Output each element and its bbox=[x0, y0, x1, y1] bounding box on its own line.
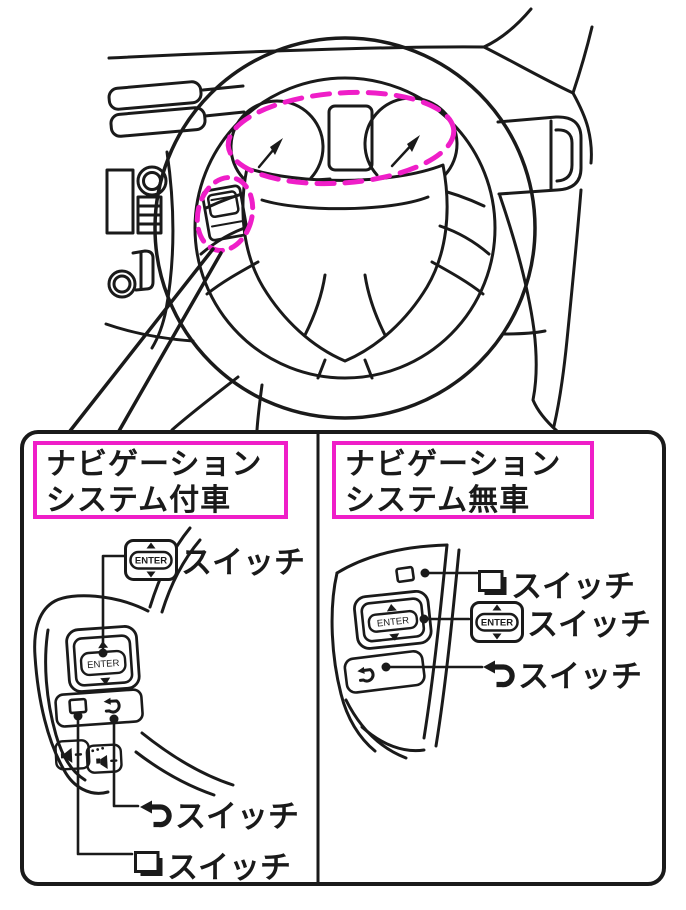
instrument-cluster-highlight bbox=[225, 89, 457, 187]
left-square-switch-label: スイッチ bbox=[134, 842, 291, 887]
pointer-wedge bbox=[68, 247, 223, 433]
left-back-switch-label: スイッチ bbox=[140, 791, 299, 836]
dashboard-line-art bbox=[104, 7, 594, 433]
callout-box bbox=[20, 430, 666, 886]
back-arrow-icon bbox=[483, 660, 515, 687]
svg-text:ENTER: ENTER bbox=[481, 617, 513, 628]
steering-switch-highlight bbox=[194, 175, 256, 253]
left-leader-lines bbox=[73, 554, 140, 856]
square-button-icon bbox=[478, 570, 507, 595]
right-square-switch-label: スイッチ bbox=[478, 561, 635, 606]
right-panel-header: ナビゲーション システム無車 bbox=[332, 441, 594, 519]
svg-text:ENTER: ENTER bbox=[87, 658, 120, 671]
right-leader-lines bbox=[381, 568, 484, 672]
svg-text:ENTER: ENTER bbox=[376, 615, 409, 629]
enter-rocker-icon: ENTER bbox=[470, 600, 524, 643]
steering-switch bbox=[201, 184, 249, 242]
right-header-line1: ナビゲーション bbox=[345, 448, 562, 481]
left-panel-header: ナビゲーション システム付車 bbox=[33, 441, 288, 519]
left-enter-switch-label: ENTER スイッチ bbox=[124, 537, 305, 582]
center-display bbox=[327, 104, 374, 172]
right-switch-drawing: ENTER bbox=[330, 543, 484, 760]
right-back-switch-text: スイッチ bbox=[518, 659, 642, 694]
right-square-switch-text: スイッチ bbox=[511, 569, 635, 604]
steering-wheel bbox=[153, 36, 537, 420]
right-enter-switch-label: ENTER スイッチ bbox=[470, 599, 651, 644]
enter-rocker-icon: ENTER bbox=[124, 538, 178, 581]
gauge-right bbox=[363, 96, 459, 177]
left-header-line1: ナビゲーション bbox=[46, 448, 263, 481]
left-header-line2: システム付車 bbox=[46, 484, 232, 517]
square-button-icon bbox=[134, 851, 163, 876]
right-enter-switch-text: スイッチ bbox=[527, 607, 651, 642]
back-arrow-icon bbox=[140, 800, 172, 827]
left-back-switch-text: スイッチ bbox=[175, 799, 299, 834]
left-enter-switch-text: スイッチ bbox=[181, 545, 305, 580]
left-square-switch-text: スイッチ bbox=[167, 850, 291, 885]
steering-hub bbox=[199, 163, 491, 380]
right-back-switch-label: スイッチ bbox=[483, 651, 642, 696]
left-switch-drawing: ENTER bbox=[33, 526, 235, 856]
svg-text:ENTER: ENTER bbox=[135, 555, 167, 566]
right-header-line2: システム無車 bbox=[345, 484, 531, 517]
